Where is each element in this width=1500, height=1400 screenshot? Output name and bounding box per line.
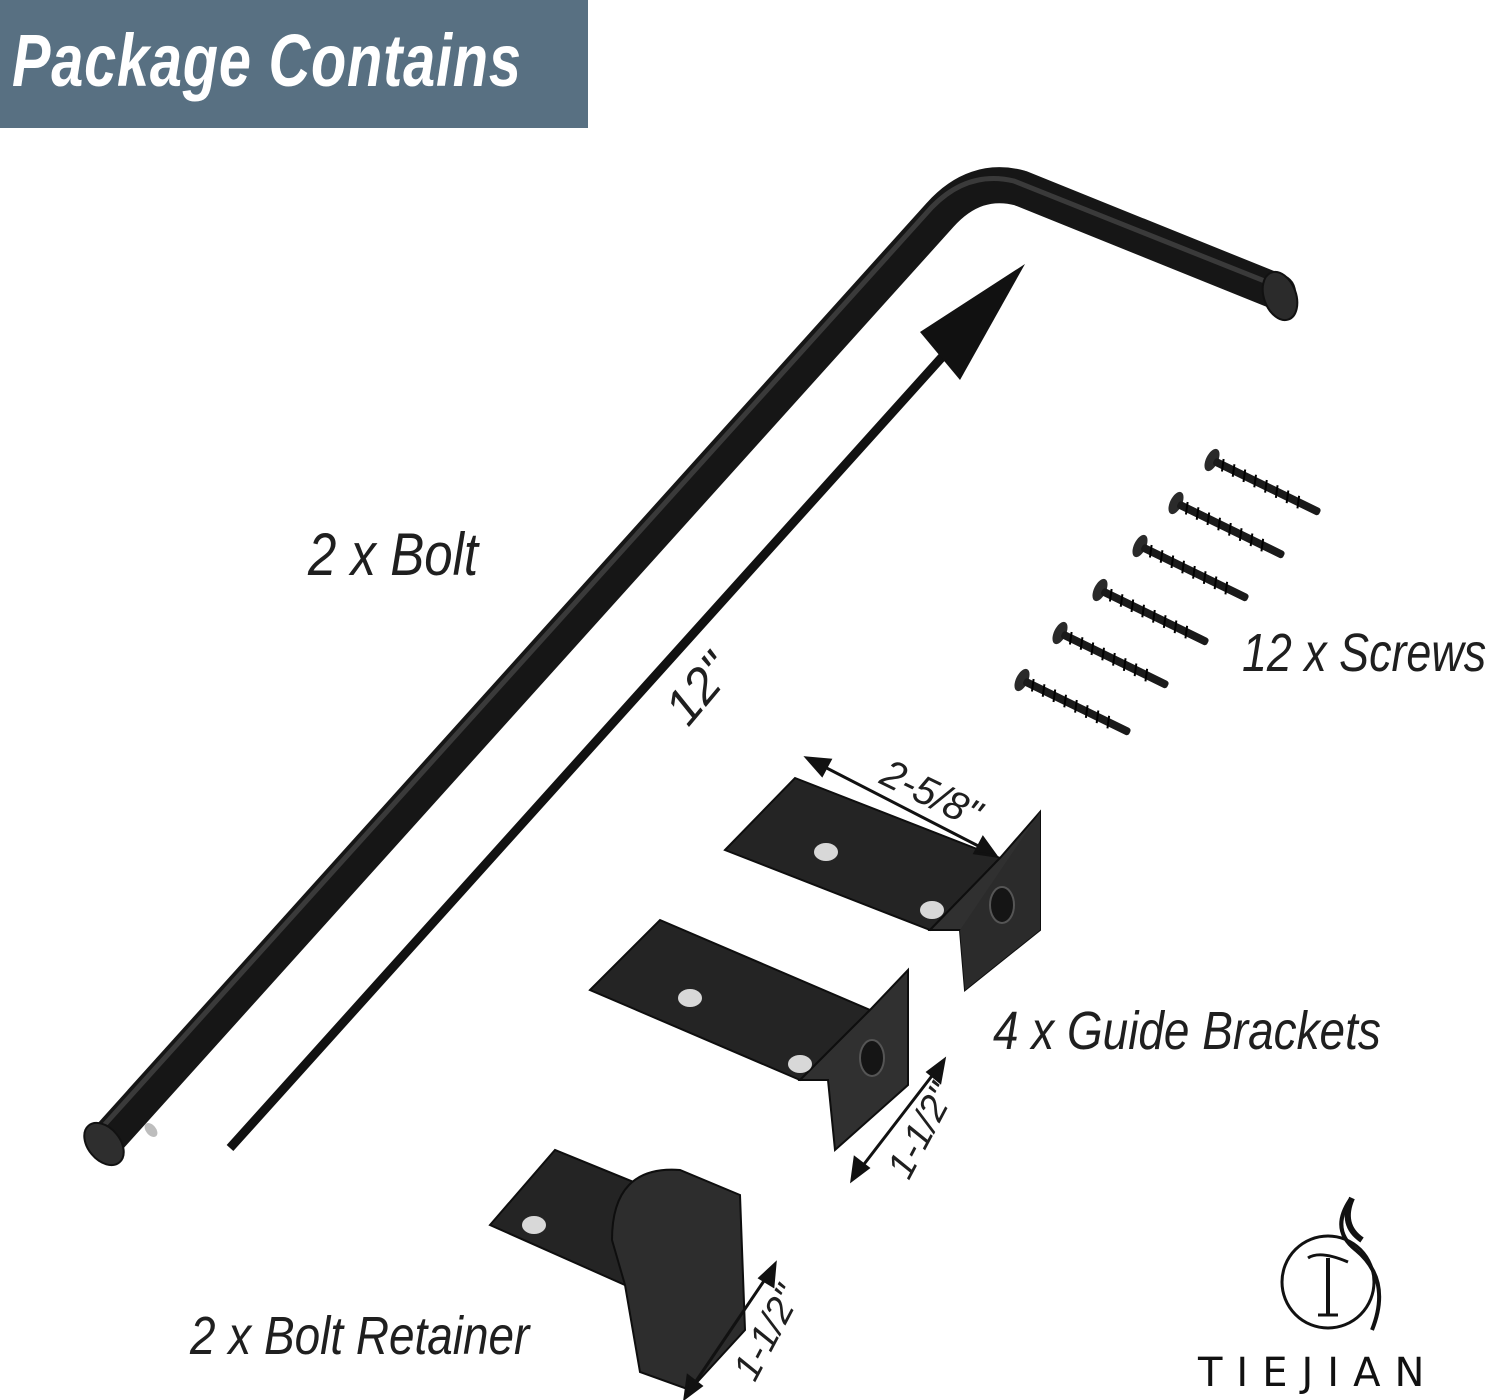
- guide-bracket-icon: [588, 918, 909, 1153]
- bolt-retainer-label: 2 x Bolt Retainer: [190, 1306, 530, 1366]
- dimension-arrows: [683, 756, 1000, 1400]
- page-title: Package Contains: [12, 19, 522, 102]
- guide-brackets-label: 4 x Guide Brackets: [993, 1001, 1381, 1061]
- bolt-retainer-icon: [488, 1148, 747, 1392]
- bolt-label: 2 x Bolt: [308, 521, 479, 588]
- screws-label: 12 x Screws: [1242, 623, 1487, 683]
- bolt-icon: [83, 167, 1299, 1167]
- screws-icon: [1014, 448, 1321, 736]
- brand-name: TIEJIAN: [1198, 1350, 1439, 1396]
- brand-logo-icon: [1280, 1196, 1382, 1331]
- header-banner: Package Contains: [0, 0, 588, 128]
- guide-bracket-icon: [723, 776, 1041, 992]
- bolt-length-arrow: [226, 264, 1025, 1152]
